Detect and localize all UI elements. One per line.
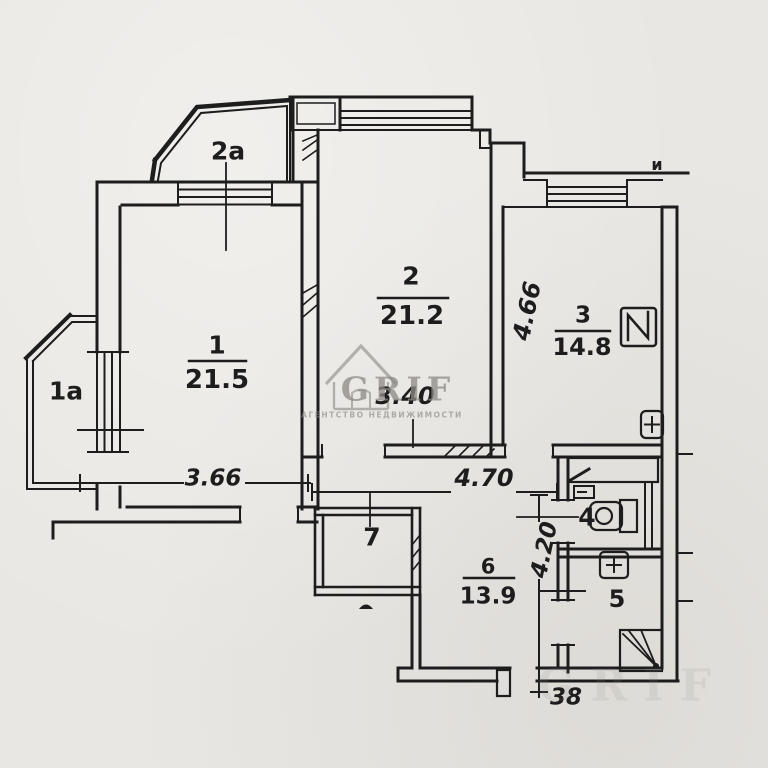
bathtub-icon [566,456,660,484]
watermark-tagline: АГЕНТСТВО НЕДВИЖИМОСТИ [301,410,463,420]
dimension-lines [77,474,586,698]
leader-lines [225,162,579,527]
room-3-area-label: 14.8 [552,333,612,361]
window-room1-balcony1a [77,351,144,453]
window-room1-balcony2a [177,181,273,206]
wall-hatching [301,133,496,573]
balcony-2a-outline [149,97,293,183]
watermark-name: GRIF [340,369,456,409]
room-4-number-label: 4 [578,502,596,532]
room-2-area-label: 21.2 [379,301,445,331]
kitchen-sink-icon [639,409,665,440]
vent-shaft [644,481,653,550]
entrance-door-jamb [495,668,512,698]
water-box-icon [573,485,595,499]
window-room2 [291,102,492,149]
dim-room1-width-label: 3.66 [184,465,242,492]
dim-room2-width-label: 3.40 [375,382,435,410]
room-5-number-label: 5 [608,585,626,613]
door-arc-mark [359,604,373,609]
toilet-icon [588,498,639,534]
window-room3 [502,179,663,208]
balcony-1a-outline [23,312,97,490]
walls [51,95,690,683]
entrance-mark-label: 38 [549,684,583,711]
shower-tray-icon [618,628,664,673]
balcony-2a-label: 2а [210,136,246,166]
watermark-faint: GRIF [537,660,727,712]
room-3-number-label: 3 [574,302,592,329]
room-7-number-label: 7 [363,522,381,552]
room-6-number-label: 6 [480,554,496,579]
room-6-area-label: 13.9 [459,583,517,610]
closet-walls [313,506,422,597]
watermark-house-icon [324,343,398,411]
balcony-1a-label: 1а [48,376,84,406]
dim-hall-width-label: 4.70 [454,464,514,492]
stove-icon [619,306,658,348]
fraction-lines [187,296,612,580]
room-1-area-label: 21.5 [184,365,250,395]
wall-ticks [239,444,693,646]
vent-letter-label: и [651,155,663,174]
sink-room5-icon [598,550,630,580]
room-2-number-label: 2 [402,261,420,291]
room-1-number-label: 1 [208,330,226,360]
